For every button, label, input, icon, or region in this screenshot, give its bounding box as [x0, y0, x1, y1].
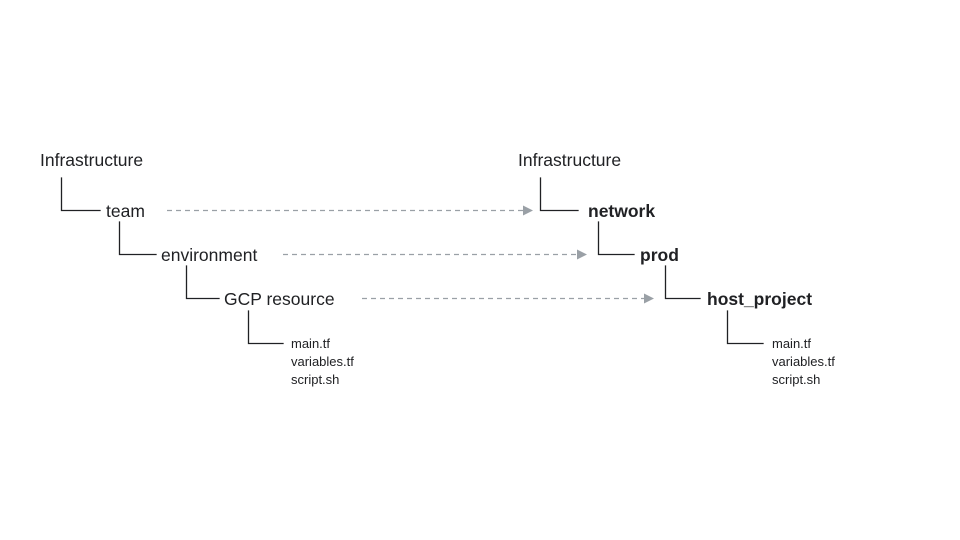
left-tree-root-label: Infrastructure — [40, 150, 143, 170]
right-connector-prod-to-host-project — [664, 265, 701, 300]
right-tree-root-label: Infrastructure — [518, 150, 621, 170]
left-connector-root-to-team — [60, 177, 101, 212]
left-node-gcp-resource-label: GCP resource — [224, 289, 335, 309]
mapping-arrow-team-to-network — [167, 205, 533, 216]
left-node-team-label: team — [106, 201, 145, 221]
left-file-variables-tf: variables.tf — [291, 354, 354, 369]
left-connector-team-to-environment — [118, 221, 157, 256]
mapping-arrow-head-3 — [644, 293, 654, 304]
right-tree: Infrastructure network prod host_project… — [518, 150, 835, 387]
mapping-arrow-gcp-resource-to-host-project — [362, 293, 654, 304]
right-node-prod-label: prod — [640, 245, 679, 265]
left-connector-gcp-resource-to-files — [247, 310, 284, 345]
right-file-main-tf: main.tf — [772, 336, 811, 351]
left-file-main-tf: main.tf — [291, 336, 330, 351]
mapping-arrow-head-1 — [523, 205, 533, 216]
right-connector-host-project-to-files — [726, 310, 764, 345]
right-file-variables-tf: variables.tf — [772, 354, 835, 369]
left-connector-environment-to-gcp-resource — [185, 265, 220, 300]
mapping-arrow-head-2 — [577, 249, 587, 260]
mapping-arrows — [167, 205, 654, 304]
right-file-script-sh: script.sh — [772, 372, 820, 387]
right-node-network-label: network — [588, 201, 655, 221]
right-connector-network-to-prod — [597, 221, 635, 256]
mapping-arrow-environment-to-prod — [283, 249, 587, 260]
left-file-script-sh: script.sh — [291, 372, 339, 387]
right-connector-root-to-network — [539, 177, 579, 212]
left-node-environment-label: environment — [161, 245, 257, 265]
left-tree: Infrastructure team environment GCP reso… — [40, 150, 354, 387]
right-node-host-project-label: host_project — [707, 289, 812, 309]
